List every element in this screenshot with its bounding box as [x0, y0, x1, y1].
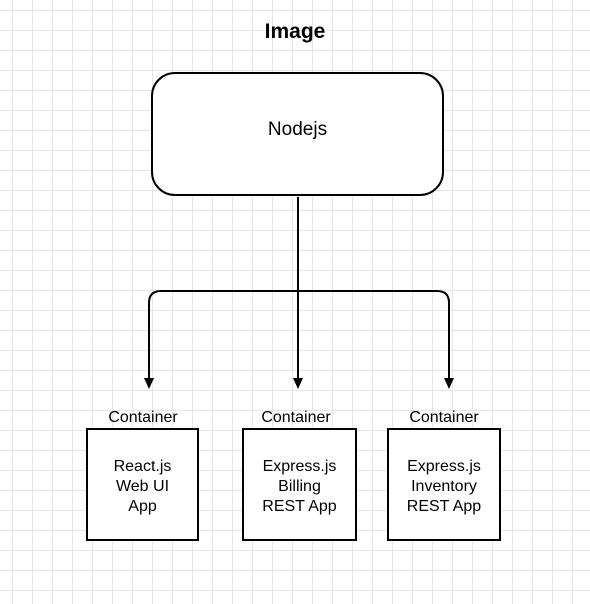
container-box-inventory: Express.js Inventory REST App: [387, 428, 501, 541]
container-line: Express.js: [407, 458, 481, 475]
container-box-billing: Express.js Billing REST App: [242, 428, 357, 541]
container-box-react: React.js Web UI App: [86, 428, 199, 541]
container-line: App: [128, 498, 157, 515]
container-line: React.js: [113, 458, 172, 475]
arrow-right: [444, 378, 454, 389]
arrow-center: [293, 378, 303, 389]
container-caption-3: Container: [409, 409, 479, 426]
container-line: REST App: [406, 498, 482, 515]
container-line: Billing: [278, 478, 321, 495]
arrow-left: [144, 378, 154, 389]
branch-line: [148, 290, 450, 380]
container-line: Inventory: [411, 478, 477, 495]
container-line: REST App: [262, 498, 337, 515]
container-line: Express.js: [262, 458, 337, 475]
container-line: Web UI: [115, 478, 170, 495]
container-caption-2: Container: [261, 409, 331, 426]
nodejs-label: Nodejs: [267, 119, 328, 140]
diagram-title: Image: [264, 20, 326, 43]
container-caption-1: Container: [108, 409, 178, 426]
nodejs-node: Nodejs: [151, 72, 444, 196]
